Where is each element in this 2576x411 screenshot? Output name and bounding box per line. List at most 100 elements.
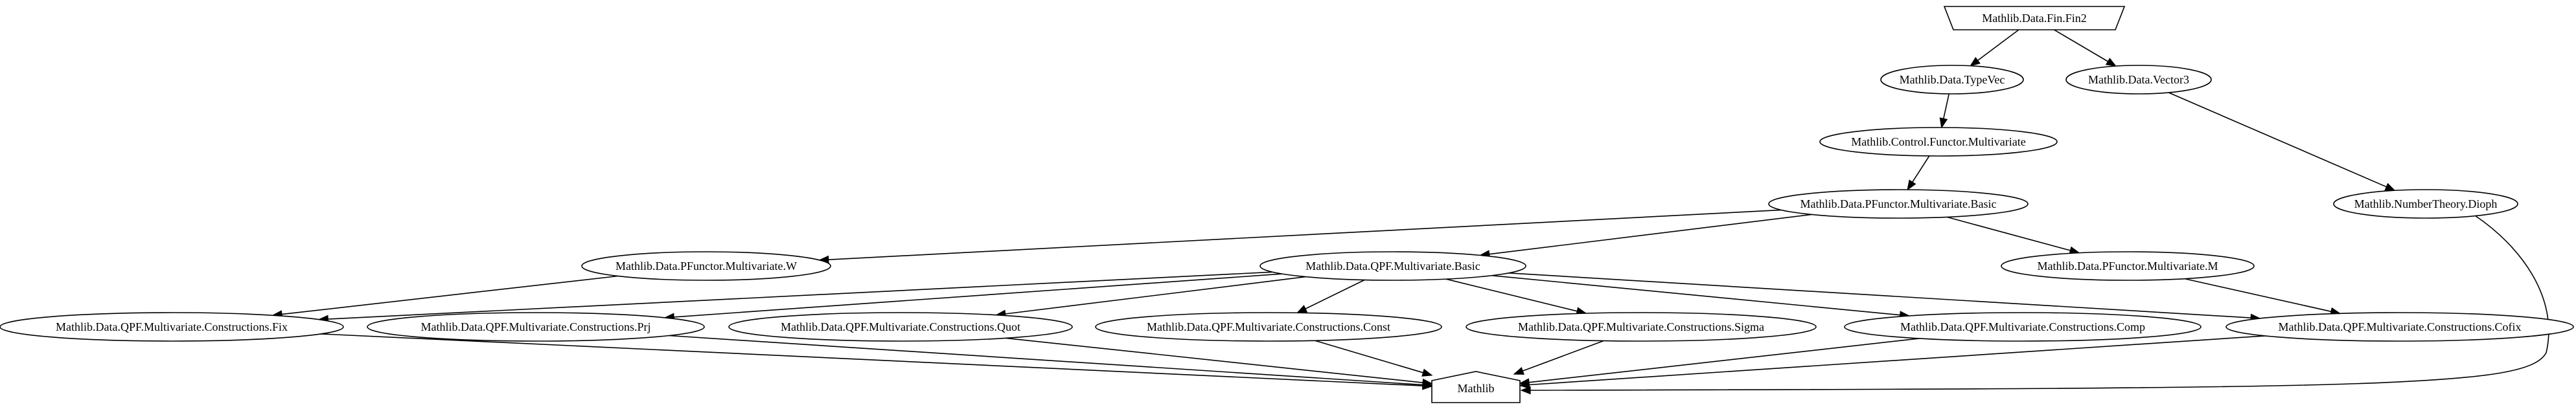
edge-line [281, 275, 618, 315]
node-ellipse [2065, 65, 2212, 94]
node-dioph: Mathlib.NumberTheory.Dioph [2333, 189, 2518, 219]
edge-line [1005, 276, 1306, 315]
arrowhead [1970, 56, 1981, 67]
node-pfbasic: Mathlib.Data.PFunctor.Multivariate.Basic [1768, 189, 2029, 219]
edge-line [2054, 29, 2109, 62]
node-sigma: Mathlib.Data.QPF.Multivariate.Constructi… [1466, 312, 1817, 342]
node-label: Mathlib.Data.QPF.Multivariate.Constructi… [420, 320, 650, 333]
node-label: Mathlib.Data.PFunctor.Multivariate.M [2038, 260, 2218, 272]
edge-pfbasic-to-qpfbasic [1479, 214, 1812, 259]
node-label: Mathlib.NumberTheory.Dioph [2354, 197, 2498, 210]
edge-fin2-to-vector3 [2054, 29, 2117, 67]
node-label: Mathlib.Data.Fin.Fin2 [1982, 12, 2087, 25]
node-label: Mathlib.Data.PFunctor.Multivariate.Basic [1800, 197, 1997, 210]
node-label: Mathlib.Data.QPF.Multivariate.Constructi… [56, 320, 288, 333]
node-label: Mathlib.Data.QPF.Multivariate.Constructi… [781, 320, 1020, 333]
node-ctrlfunctor: Mathlib.Control.Functor.Multivariate [1819, 127, 2058, 157]
node-ellipse [367, 312, 705, 342]
edge-line [1445, 278, 1578, 312]
edge-sigma-to-mathlib [1513, 340, 1604, 375]
edge-line [1943, 93, 1949, 119]
edge-line [2168, 92, 2387, 188]
edge-line [1522, 340, 1604, 372]
node-qpfbasic: Mathlib.Data.QPF.Multivariate.Basic [1259, 251, 1526, 281]
edge-line [1528, 335, 2265, 386]
arrowhead [1513, 366, 1524, 375]
edge-line [1530, 215, 2549, 391]
edge-line [1491, 274, 1900, 316]
edge-ctrlfunctor-to-pfbasic [1907, 155, 1930, 191]
edge-line [674, 273, 1283, 318]
node-box-shape [1943, 6, 2126, 30]
nodes-layer: Mathlib.Data.Fin.Fin2Mathlib.Data.TypeVe… [0, 6, 2574, 403]
arrowhead [1421, 368, 1433, 377]
edge-line [2184, 278, 2332, 313]
edge-qpfbasic-to-comp [1491, 274, 1911, 320]
edge-pfbasic-to-pfm [1946, 216, 2080, 254]
node-label: Mathlib.Data.QPF.Multivariate.Constructi… [1147, 320, 1390, 333]
arrowhead [1939, 117, 1948, 129]
node-ellipse [1466, 312, 1817, 342]
node-label: Mathlib.Data.PFunctor.Multivariate.W [615, 260, 797, 272]
edge-pfbasic-to-pfw [818, 209, 1782, 264]
edge-fix-to-mathlib [321, 333, 1433, 390]
edge-line [669, 335, 1423, 386]
edge-line [1006, 337, 1423, 383]
node-mathlib: Mathlib [1431, 371, 1521, 403]
node-label: Mathlib.Data.QPF.Multivariate.Constructi… [2278, 320, 2521, 333]
edge-line [1305, 279, 1365, 309]
edge-line [321, 333, 1423, 386]
node-typevec: Mathlib.Data.TypeVec [1880, 65, 2024, 94]
edge-line [328, 271, 1273, 320]
node-fin2: Mathlib.Data.Fin.Fin2 [1943, 6, 2126, 30]
node-ellipse [1259, 251, 1526, 281]
node-house-shape [1431, 371, 1521, 403]
node-label: Mathlib.Data.QPF.Multivariate.Constructi… [1900, 320, 2145, 333]
edge-line [1912, 155, 1930, 183]
arrowhead [1520, 386, 1531, 395]
node-fix: Mathlib.Data.QPF.Multivariate.Constructi… [0, 312, 344, 342]
edge-const-to-mathlib [1315, 340, 1433, 377]
edge-pfw-to-fix [271, 275, 618, 318]
node-label: Mathlib.Data.TypeVec [1900, 73, 2005, 86]
node-ellipse [1844, 312, 2202, 342]
edge-line [1977, 29, 2019, 61]
arrowhead [2105, 58, 2117, 67]
node-prj: Mathlib.Data.QPF.Multivariate.Constructi… [367, 312, 705, 342]
node-pfw: Mathlib.Data.PFunctor.Multivariate.W [581, 251, 831, 281]
node-label: Mathlib.Data.Vector3 [2088, 73, 2189, 86]
edge-line [1946, 216, 2071, 251]
arrowhead [1296, 305, 1308, 314]
node-label: Mathlib.Data.QPF.Multivariate.Constructi… [1518, 320, 1764, 333]
node-comp: Mathlib.Data.QPF.Multivariate.Constructi… [1844, 312, 2202, 342]
edge-fin2-to-typevec [1970, 29, 2019, 67]
node-const: Mathlib.Data.QPF.Multivariate.Constructi… [1095, 312, 1442, 342]
node-ellipse [0, 312, 344, 342]
node-ellipse [2333, 189, 2518, 219]
edge-line [1508, 272, 2251, 318]
node-vector3: Mathlib.Data.Vector3 [2065, 65, 2212, 94]
node-ellipse [1880, 65, 2024, 94]
edge-line [828, 209, 1782, 260]
node-pfm: Mathlib.Data.PFunctor.Multivariate.M [2001, 251, 2255, 281]
edge-cofix-to-mathlib [1519, 335, 2265, 389]
node-cofix: Mathlib.Data.QPF.Multivariate.Constructi… [2225, 312, 2574, 342]
node-ellipse [728, 312, 1073, 342]
node-ellipse [1819, 127, 2058, 157]
edge-qpfbasic-to-const [1296, 279, 1365, 314]
edge-dioph-to-mathlib [1520, 215, 2549, 395]
node-ellipse [1768, 189, 2029, 219]
edge-line [1489, 214, 1812, 255]
arrowhead [1421, 378, 1433, 387]
node-label: Mathlib.Control.Functor.Multivariate [1851, 135, 2025, 148]
edge-typevec-to-ctrlfunctor [1939, 93, 1949, 129]
node-quot: Mathlib.Data.QPF.Multivariate.Constructi… [728, 312, 1073, 342]
node-ellipse [2225, 312, 2574, 342]
edge-comp-to-mathlib [1519, 338, 1920, 387]
edges-layer [271, 29, 2549, 395]
edge-pfm-to-cofix [2184, 278, 2341, 316]
edge-line [1315, 340, 1423, 373]
node-label: Mathlib [1458, 382, 1495, 395]
edge-qpfbasic-to-sigma [1445, 278, 1587, 315]
